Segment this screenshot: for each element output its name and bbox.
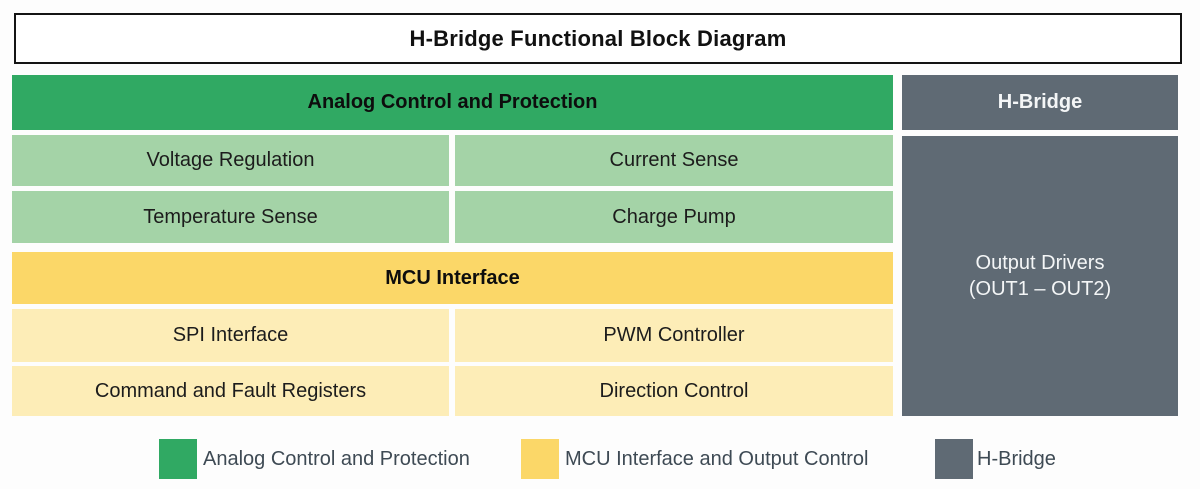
diagram-title: H-Bridge Functional Block Diagram [409,25,787,51]
block-direction-control: Direction Control [455,366,893,416]
legend-swatch-hbridge [935,439,973,479]
block-charge-pump: Charge Pump [455,191,893,243]
block-temperature-sense: Temperature Sense [12,191,449,243]
analog-section-header: Analog Control and Protection [12,75,893,130]
legend-swatch-mcu [521,439,559,479]
legend-swatch-analog [159,439,197,479]
block-command-fault-registers: Command and Fault Registers [12,366,449,416]
diagram-title-box: H-Bridge Functional Block Diagram [14,13,1182,64]
block-output-drivers: Output Drivers (OUT1 – OUT2) [902,136,1178,416]
output-drivers-line1: Output Drivers [975,252,1105,274]
hbridge-section-header: H-Bridge [902,75,1178,130]
legend-label-mcu: MCU Interface and Output Control [565,448,869,470]
block-voltage-regulation: Voltage Regulation [12,135,449,186]
block-pwm-controller: PWM Controller [455,309,893,362]
block-spi-interface: SPI Interface [12,309,449,362]
legend-label-hbridge: H-Bridge [977,448,1056,470]
block-current-sense: Current Sense [455,135,893,186]
legend-label-analog: Analog Control and Protection [203,448,470,470]
mcu-section-header: MCU Interface [12,252,893,304]
output-drivers-line2: (OUT1 – OUT2) [968,278,1112,300]
